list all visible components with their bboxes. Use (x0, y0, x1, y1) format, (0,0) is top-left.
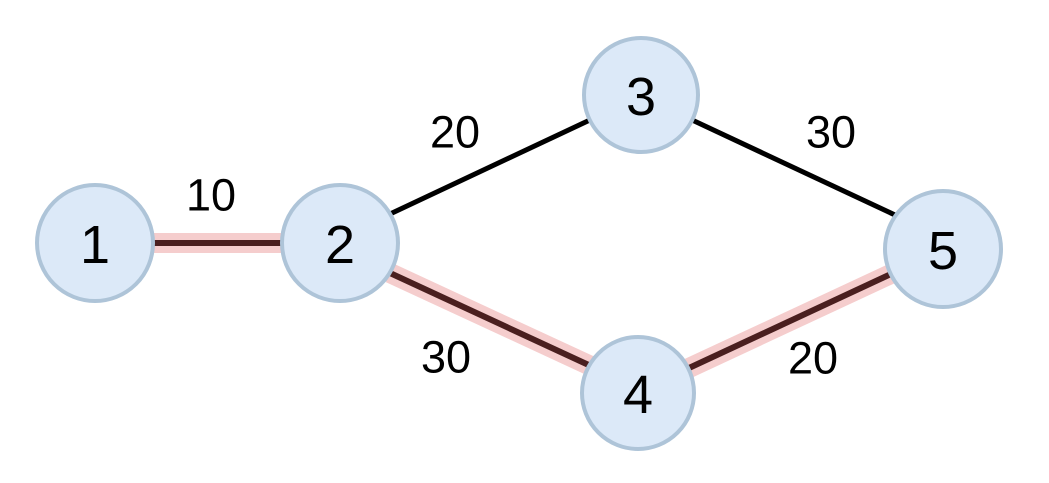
node-4[interactable]: 4 (580, 335, 696, 451)
edge-3-5[interactable] (688, 116, 897, 218)
node-2[interactable]: 2 (280, 183, 400, 303)
edge-weight-label-4-5: 20 (788, 333, 838, 384)
node-label-1: 1 (80, 215, 110, 275)
edge-2-4[interactable] (388, 270, 595, 370)
node-circle-5[interactable] (883, 189, 1003, 309)
edge-2-3[interactable] (388, 116, 594, 217)
node-circle-2[interactable] (280, 183, 400, 303)
edge-4-5[interactable] (687, 270, 895, 371)
node-circle-3[interactable] (582, 36, 700, 154)
node-layer: 1 2 3 4 5 (35, 36, 1003, 451)
node-label-3: 3 (626, 67, 656, 127)
node-label-2: 2 (325, 215, 355, 275)
edge-line-layer (153, 116, 897, 371)
node-circle-4[interactable] (580, 335, 696, 451)
edge-weight-label-1-2: 10 (186, 170, 236, 221)
edge-weight-label-3-5: 30 (806, 107, 856, 158)
node-label-4: 4 (623, 365, 653, 425)
node-label-5: 5 (928, 221, 958, 281)
edge-highlight-halo-layer (153, 233, 898, 378)
edge-label-layer: 10 20 30 30 20 (186, 107, 856, 384)
node-1[interactable]: 1 (35, 183, 155, 303)
edge-weight-label-2-4: 30 (421, 332, 471, 383)
edge-weight-label-2-3: 20 (430, 107, 480, 158)
node-3[interactable]: 3 (582, 36, 700, 154)
node-circle-1[interactable] (35, 183, 155, 303)
node-5[interactable]: 5 (883, 189, 1003, 309)
